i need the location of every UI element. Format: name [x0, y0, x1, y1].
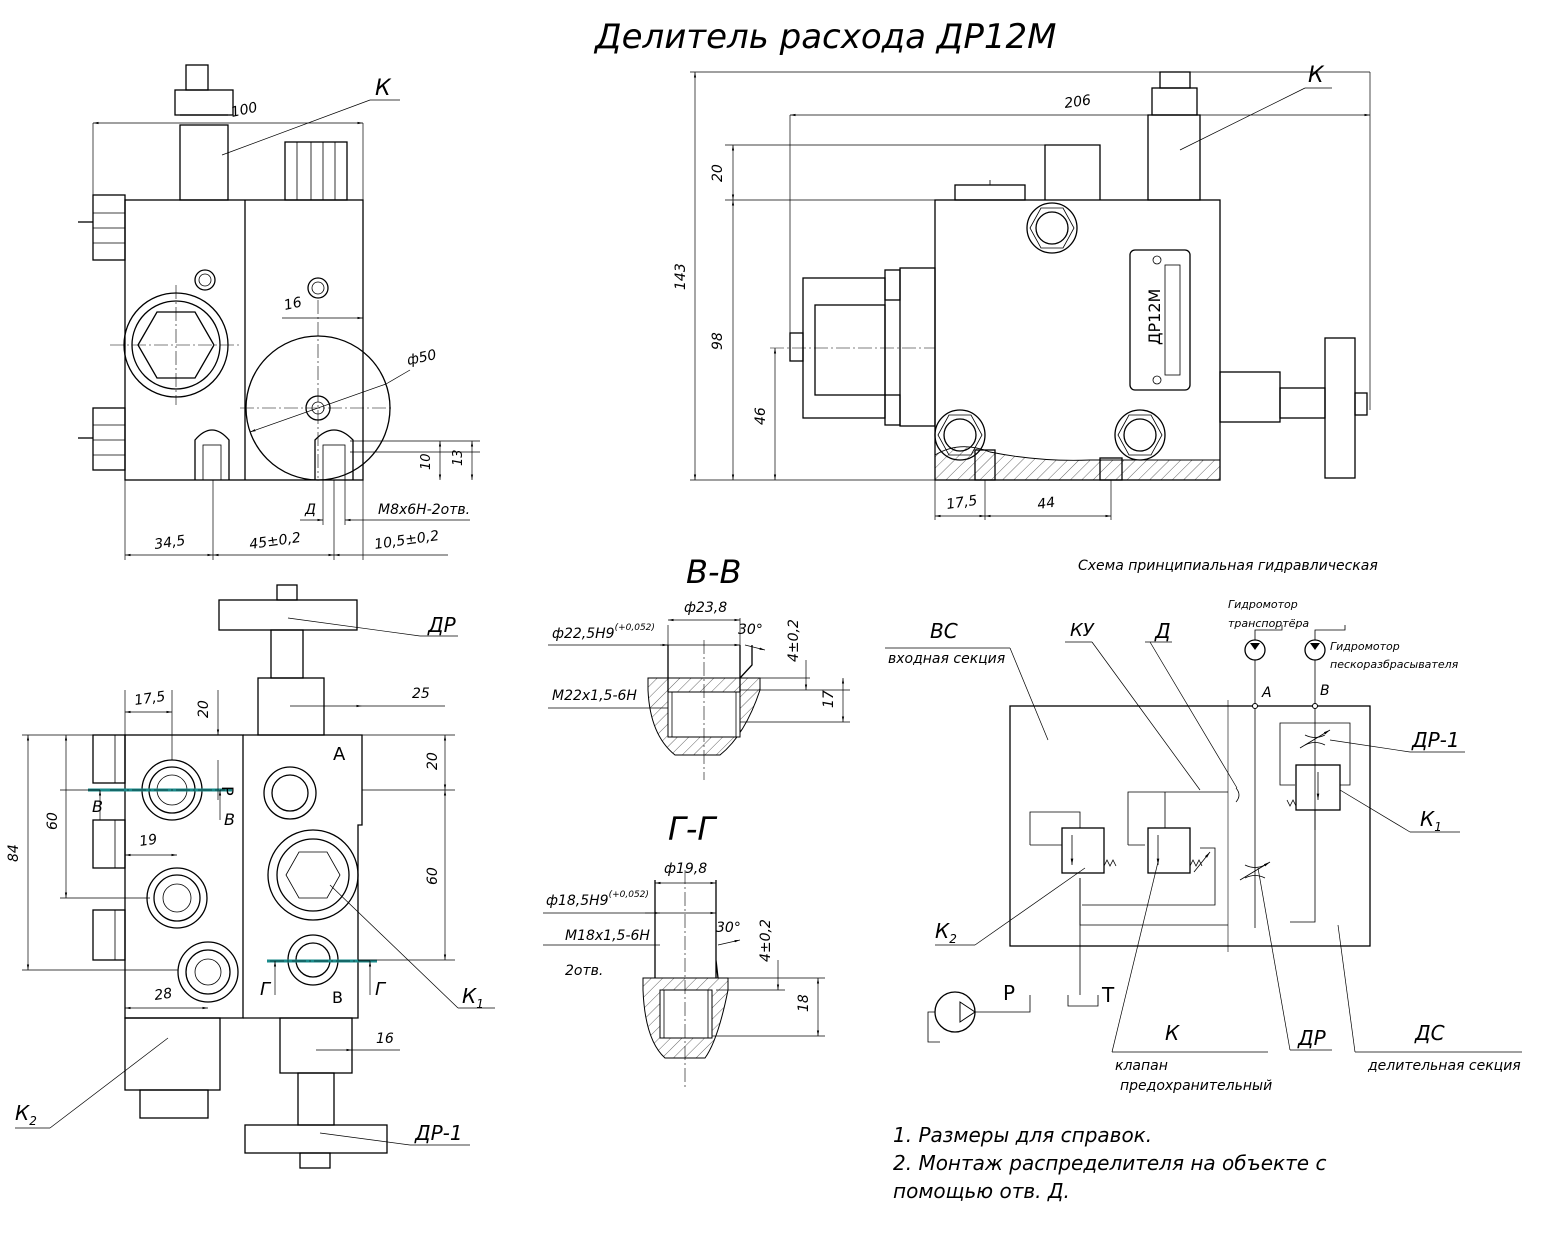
dim-28: 28 [153, 986, 173, 1004]
dim-60-left: 60 [45, 812, 61, 830]
scheme-dc-desc: делительная секция [1367, 1058, 1521, 1074]
dim-10-5: 10,5±0,2 [373, 528, 440, 553]
section-mark-v-right: В [224, 810, 235, 829]
scheme-bc-desc: входная секция [888, 651, 1005, 667]
note-2: 2. Монтаж распределителя на объекте с [893, 1151, 1326, 1175]
gg-thread: М18х1,5-6Н [565, 928, 650, 944]
side-view: ДР12М 206 143 20 98 46 17,5 44 К [673, 63, 1371, 520]
scheme-label-k1: К1 [1420, 807, 1442, 834]
scheme-label-k2: К2 [935, 919, 957, 946]
note-1: 1. Размеры для справок. [893, 1123, 1152, 1147]
notes: 1. Размеры для справок. 2. Монтаж распре… [893, 1123, 1326, 1203]
dim-20-top: 20 [196, 700, 212, 718]
vv-angle: 30° [738, 622, 763, 638]
hydraulic-scheme: Схема принципиальная гидравлическая [885, 558, 1522, 1094]
scheme-label-ky: КУ [1070, 620, 1095, 641]
dim-60-right: 60 [425, 867, 441, 885]
drawing-title: Делитель расхода ДР12М [593, 17, 1056, 57]
thread-m8: М8х6Н-2отв. [378, 502, 470, 518]
dim-10: 10 [419, 453, 434, 470]
scheme-k-desc2: предохранительный [1120, 1078, 1272, 1094]
dim-20-side: 20 [710, 164, 726, 182]
gg-d1: ф18,5Н9(+0,052) [546, 890, 649, 909]
hole-d-label: Д [304, 502, 316, 518]
port-a: А [333, 744, 346, 765]
dim-84: 84 [6, 844, 22, 862]
port-b: В [332, 988, 343, 1007]
gg-t: 4±0,2 [758, 919, 774, 962]
dim-98: 98 [710, 332, 726, 350]
dim-16-top: 16 [376, 1031, 394, 1047]
scheme-label-dr1: ДР-1 [1411, 728, 1460, 752]
front-body [124, 199, 364, 481]
scheme-port-a: А [1261, 685, 1272, 701]
vv-thread: М22х1,5-6Н [552, 688, 637, 704]
motor1-label-b: транспортёра [1228, 617, 1309, 630]
scheme-label-dc: ДС [1414, 1021, 1445, 1045]
gg-d2: ф19,8 [664, 861, 707, 877]
dim-34-5: 34,5 [153, 533, 186, 553]
dim-100: 100 [230, 100, 260, 121]
gg-angle: 30° [716, 920, 741, 936]
section-gg-title: Г-Г [668, 810, 717, 848]
dim-45: 45±0,2 [248, 530, 302, 553]
scheme-port-b: В [1320, 683, 1330, 699]
nameplate-text: ДР12М [1145, 289, 1164, 345]
section-mark-g-left: Г [260, 979, 272, 1000]
top-view: В В Г Г Р А В 17,5 20 25 20 60 84 60 19 … [6, 584, 495, 1169]
label-dr1: ДР-1 [414, 1121, 463, 1145]
dim-46: 46 [753, 407, 769, 425]
dim-d50: ф50 [406, 347, 439, 369]
label-k1: К1 [462, 984, 484, 1011]
dim-17-5-side: 17,5 [945, 493, 978, 513]
scheme-label-bc: ВС [930, 619, 958, 643]
scheme-title: Схема принципиальная гидравлическая [1078, 558, 1378, 574]
vv-d2: ф23,8 [684, 600, 727, 616]
vv-17: 17 [821, 690, 837, 708]
gg-holes: 2отв. [565, 963, 603, 979]
scheme-label-p: Р [1003, 981, 1015, 1005]
note-3: помощью отв. Д. [893, 1179, 1070, 1203]
vv-t: 4±0,2 [786, 619, 802, 662]
dim-16: 16 [283, 295, 304, 314]
motor2-label-b: пескоразбрасывателя [1330, 658, 1459, 671]
dim-206: 206 [1063, 92, 1092, 112]
section-vv-title: В-В [686, 553, 741, 591]
motor1-label-a: Гидромотор [1228, 598, 1298, 611]
scheme-label-k: К [1165, 1021, 1180, 1045]
label-dr: ДР [427, 613, 457, 637]
section-vv: В-В ф22,5Н9(+0,052) ф23,8 30° 4±0,2 17 М… [548, 553, 850, 780]
motor2-label-a: Гидромотор [1330, 640, 1400, 653]
scheme-label-d: Д [1154, 619, 1171, 643]
label-k2: К2 [15, 1101, 37, 1128]
vv-d1: ф22,5Н9(+0,052) [552, 623, 655, 642]
dim-19: 19 [138, 832, 158, 850]
dim-25: 25 [412, 686, 430, 702]
dim-143: 143 [673, 263, 689, 290]
section-mark-g-right: Г [375, 979, 387, 1000]
front-view: 100 16 ф50 10 13 34,5 45±0,2 10,5±0,2 Д … [78, 64, 480, 560]
port-p: Р [218, 786, 237, 796]
side-body [934, 199, 1221, 481]
dim-17-5-top: 17,5 [133, 689, 166, 709]
dim-44: 44 [1036, 495, 1056, 513]
dim-13: 13 [451, 449, 466, 466]
section-mark-v-left: В [92, 797, 103, 816]
scheme-label-dr: ДР [1297, 1026, 1327, 1050]
scheme-label-t: Т [1101, 983, 1115, 1007]
front-label-k: К [375, 76, 392, 101]
scheme-k-desc1: клапан [1115, 1058, 1168, 1074]
dim-20-right: 20 [425, 752, 441, 770]
gg-18: 18 [796, 994, 812, 1012]
section-gg: Г-Г ф19,8 ф18,5Н9(+0,052) М18х1,5-6Н 2от… [543, 810, 825, 1090]
side-label-k: К [1308, 63, 1325, 88]
